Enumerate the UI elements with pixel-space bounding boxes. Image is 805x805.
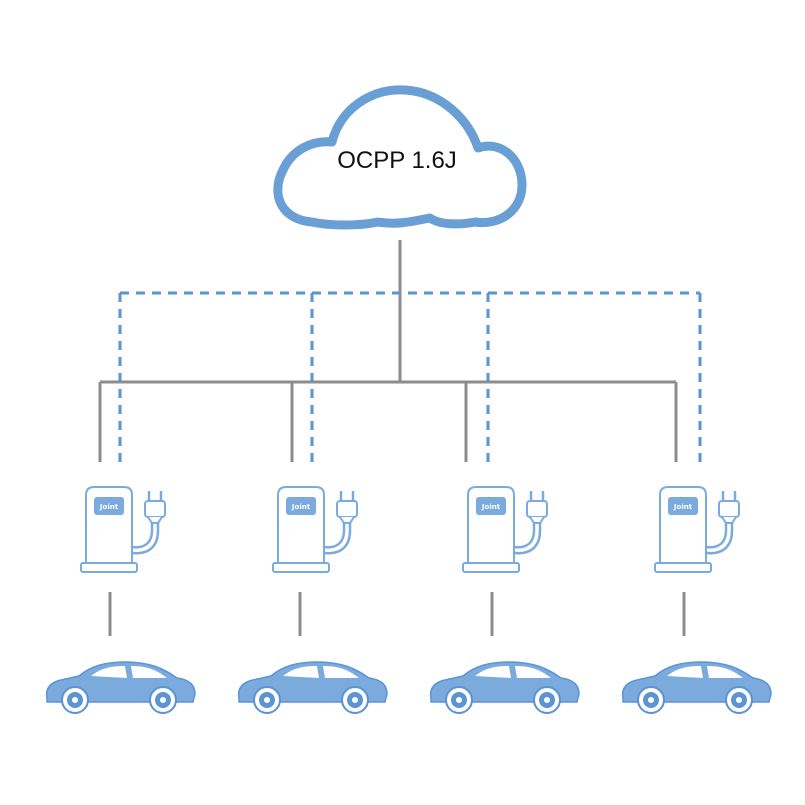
car-icon — [621, 661, 772, 714]
charger-brand-label: Joint — [291, 503, 311, 511]
wired-connections — [98, 240, 678, 462]
charger-1: Joint — [79, 485, 167, 574]
cloud-icon: OCPP 1.6J — [273, 85, 527, 230]
car-2 — [237, 661, 388, 714]
ev-charger-icon — [271, 485, 359, 574]
car-4 — [621, 661, 772, 714]
car-connectors — [108, 592, 686, 636]
wireless-connections — [118, 291, 702, 465]
car-3 — [429, 661, 580, 714]
ev-charger-icon — [461, 485, 549, 574]
charger-brand-label: Joint — [481, 503, 501, 511]
charger-3: Joint — [461, 485, 549, 574]
ev-charger-icon — [79, 485, 167, 574]
car-icon — [45, 661, 197, 714]
car-icon — [237, 661, 388, 714]
car-1 — [45, 661, 197, 714]
charger-brand-label: Joint — [673, 503, 693, 511]
ev-charger-icon — [653, 485, 741, 574]
charger-4: Joint — [653, 485, 741, 574]
car-icon — [429, 661, 580, 714]
charger-2: Joint — [271, 485, 359, 574]
cloud-label: OCPP 1.6J — [337, 147, 457, 174]
charger-brand-label: Joint — [99, 503, 119, 511]
